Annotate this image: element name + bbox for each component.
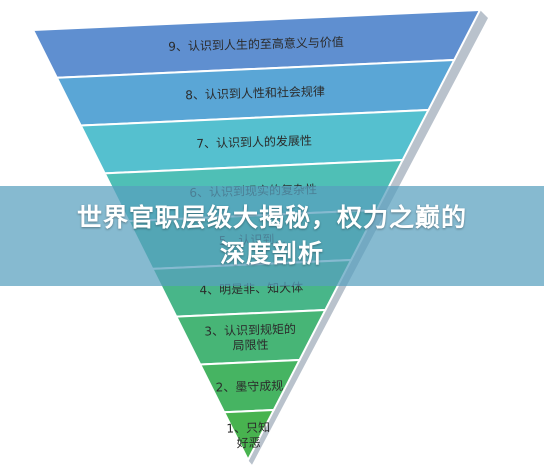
pyramid-level-2-label: 2、墨守成规 — [215, 378, 283, 395]
pyramid-level-8-label: 8、认识到人性和社会规律 — [185, 83, 325, 102]
pyramid-level-1-label: 好恶 — [236, 436, 260, 451]
pyramid-level-3-label: 3、认识到规矩的 — [204, 321, 296, 338]
banner-title-line-1: 世界官职层级大揭秘，权力之巅的 — [76, 203, 467, 232]
title-banner: 世界官职层级大揭秘，权力之巅的 深度剖析 — [0, 186, 544, 286]
pyramid-level-1 — [222, 408, 276, 463]
pyramid-level-9-label: 9、认识到人生的至高意义与价值 — [168, 34, 344, 54]
pyramid-level-1-label: 1、只知 — [226, 420, 270, 435]
pyramid-level-7-label: 7、认识到人的发展性 — [196, 133, 312, 151]
pyramid-level-3-label: 局限性 — [232, 338, 268, 353]
banner-title-line-2: 深度剖析 — [219, 239, 324, 268]
